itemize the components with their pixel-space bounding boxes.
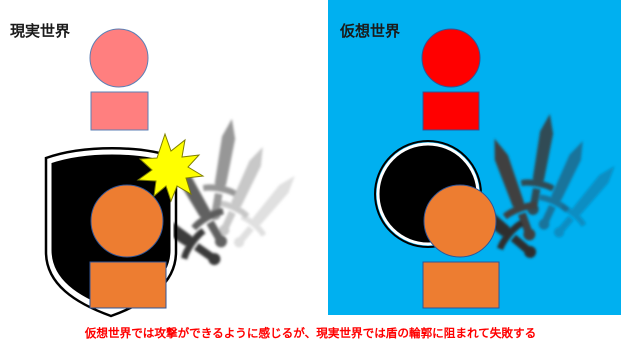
player-body-virtual <box>422 261 500 309</box>
enemy-head-real <box>89 28 149 88</box>
virtual-world-panel <box>328 0 621 315</box>
enemy-body-virtual <box>422 91 480 131</box>
player-body-real <box>89 261 167 309</box>
real-world-label: 現実世界 <box>10 22 71 40</box>
enemy-body-real <box>90 91 149 131</box>
real-world-panel <box>44 28 307 318</box>
caption-text: 仮想世界では攻撃ができるように感じるが、現実世界では盾の輪郭に阻まれて失敗する <box>84 326 537 340</box>
enemy-head-virtual <box>421 28 481 88</box>
player-head-virtual <box>423 184 497 258</box>
impact-burst-icon <box>136 132 205 203</box>
virtual-world-label: 仮想世界 <box>340 22 401 40</box>
player-head-real <box>90 184 164 258</box>
